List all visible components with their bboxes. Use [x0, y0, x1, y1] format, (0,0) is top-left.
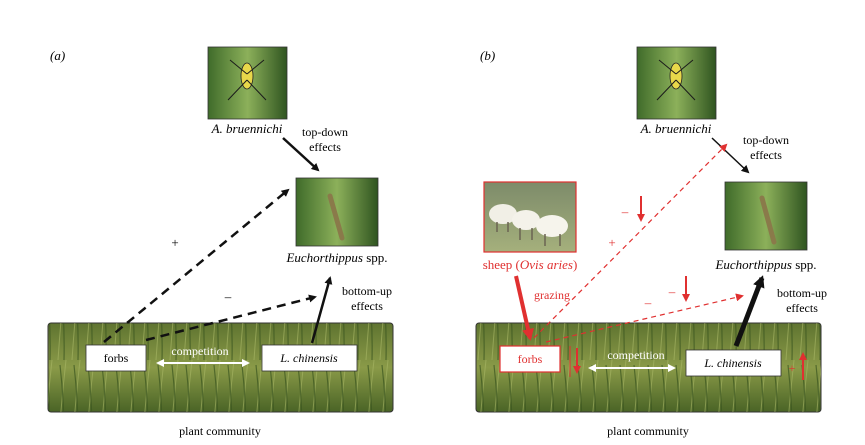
competition-label-b: competition	[607, 348, 664, 362]
forbs-to-spider-arrow-a	[103, 188, 290, 343]
top-down-a-line2: effects	[309, 140, 341, 154]
panel-a-label: (a)	[50, 48, 65, 63]
spider-label-b: A. bruennichi	[640, 121, 712, 136]
community-label-a: plant community	[179, 424, 261, 438]
top-down-arrow-b	[711, 137, 750, 174]
grazing-arrow	[514, 275, 534, 341]
top-down-arrow-a	[282, 137, 320, 172]
plus-sign-a: +	[171, 235, 178, 250]
top-down-b-line2: effects	[750, 148, 782, 162]
forbs-box-b	[499, 345, 561, 373]
spider-label-a: A. bruennichi	[211, 121, 283, 136]
sheep-photo	[483, 181, 577, 253]
competition-label-a: competition	[171, 344, 228, 358]
bottom-up-arrow-b	[733, 275, 765, 347]
lc-plus-sign: +	[789, 361, 796, 375]
lc-box-a	[261, 344, 358, 372]
sheep-label: sheep (Ovis aries)	[483, 257, 578, 272]
grasshopper-photo-a	[295, 177, 379, 247]
top-down-b-line1: top-down	[743, 133, 789, 147]
top-down-a-line1: top-down	[302, 125, 348, 139]
lc-label-b: L. chinensis	[703, 356, 762, 370]
minus-sign-b2: –	[668, 284, 676, 299]
panel-b: (b) A. bruennichi top-down effects Eucho…	[475, 46, 827, 438]
bottom-up-b-line1: bottom-up	[777, 286, 827, 300]
panel-a: (a) A. bruennichi top-down effects Eucho…	[47, 46, 394, 438]
panel-b-label: (b)	[480, 48, 495, 63]
minus-sign-a: –	[224, 289, 232, 304]
grasshopper-label-b: Euchorthippus spp.	[714, 257, 816, 272]
grazing-label: grazing	[534, 288, 570, 302]
lc-box-b	[685, 349, 782, 377]
bottom-up-b-line2: effects	[786, 301, 818, 315]
community-label-b: plant community	[607, 424, 689, 438]
bottom-up-a-line1: bottom-up	[342, 284, 392, 298]
bottom-up-arrow-a	[310, 276, 333, 344]
grasshopper-photo-b	[724, 181, 808, 251]
forbs-label-b: forbs	[518, 352, 543, 366]
minus-sign-b1: –	[621, 204, 629, 219]
forbs-label-a: forbs	[104, 351, 129, 365]
minus-sign-b3: –	[644, 295, 652, 310]
spider-photo-b	[636, 46, 717, 120]
lc-label-a: L. chinensis	[279, 351, 338, 365]
forbs-to-grasshopper-arrow-b	[545, 293, 744, 343]
forbs-box-a	[85, 344, 147, 372]
bottom-up-a-line2: effects	[351, 299, 383, 313]
grasshopper-label-a: Euchorthippus spp.	[285, 250, 387, 265]
plus-sign-b: +	[608, 235, 615, 250]
spider-photo-a	[207, 46, 288, 120]
forbs-to-spider-arrow-b	[533, 143, 728, 339]
